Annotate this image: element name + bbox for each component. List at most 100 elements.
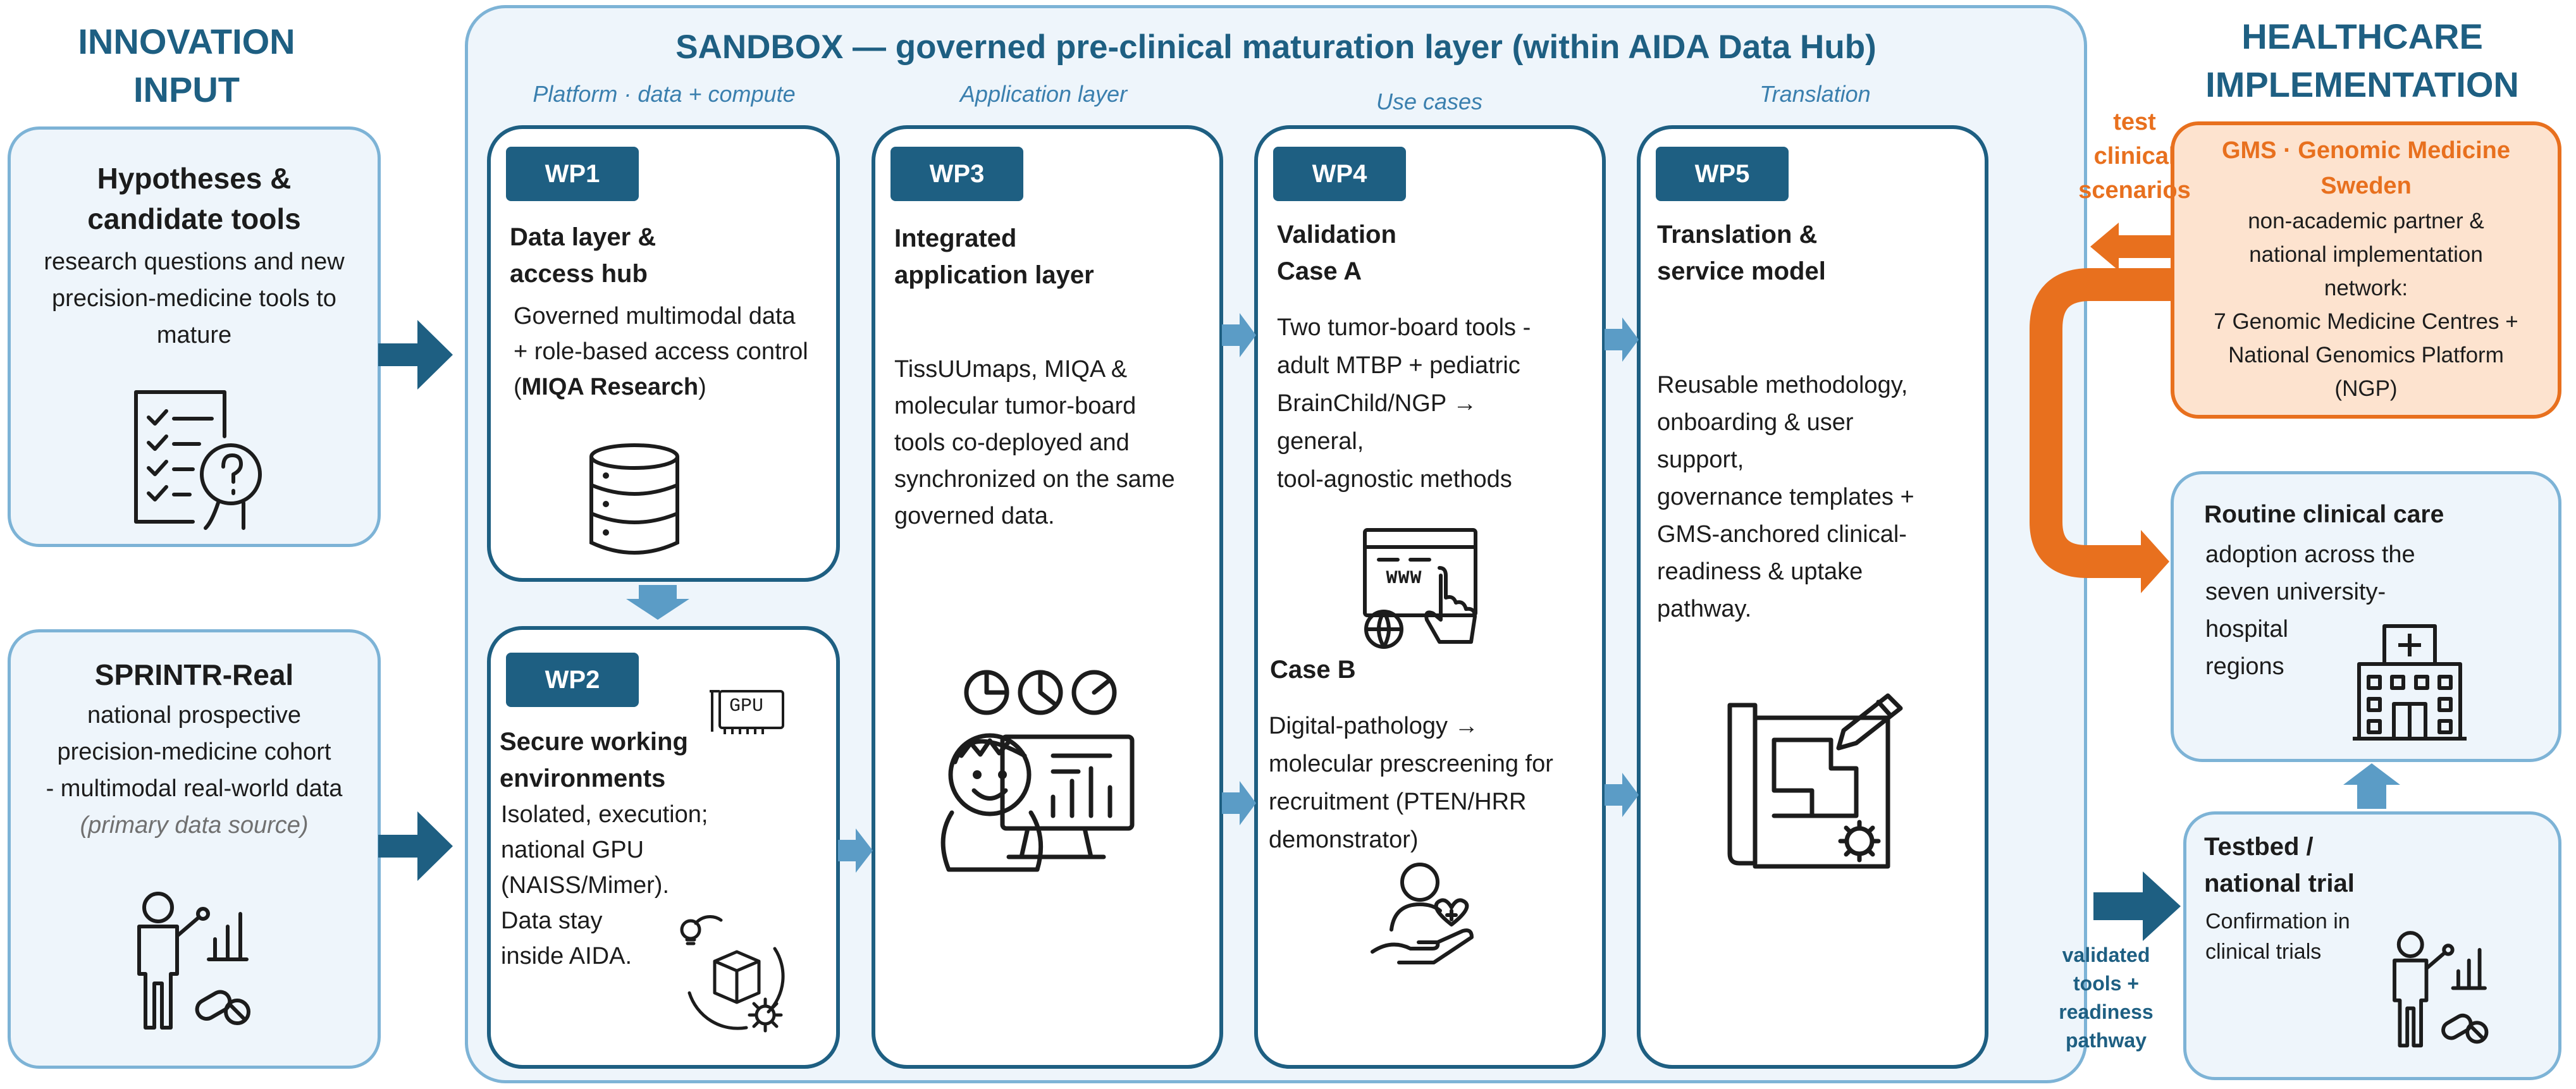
wp5-body: Reusable methodology, onboarding & user …: [1657, 367, 1914, 628]
wp4-case-b-line4: demonstrator): [1269, 827, 1419, 853]
wp1-body-line3: (MIQA Research): [514, 369, 808, 405]
wp3-title: Integrated application layer: [894, 220, 1094, 293]
wp5-badge: WP5: [1656, 147, 1789, 201]
care-hand-icon: [1371, 863, 1474, 964]
wp5-body-line1: Reusable methodology,: [1657, 372, 1908, 398]
routine-body-line2: seven university-: [2205, 579, 2386, 605]
gms-body: non-academic partner & national implemen…: [2171, 204, 2561, 405]
validated-label-line1: validated: [2062, 944, 2150, 966]
hypotheses-title-line1: Hypotheses &: [97, 162, 292, 195]
hypotheses-body-line3: mature: [156, 322, 232, 348]
wp2-badge: WP2: [506, 653, 639, 707]
testbed-validated-label: validated tools + readiness pathway: [2040, 941, 2172, 1055]
innovation-header: INNOVATION INPUT: [6, 18, 367, 114]
wp3-title-line2: application layer: [894, 261, 1094, 289]
wp4-title: Validation Case A: [1277, 216, 1396, 290]
wp2-body: Isolated, execution; national GPU (NAISS…: [501, 797, 708, 974]
wp2-body-line4: Data stay: [501, 908, 603, 934]
wp4-case-b-line3: recruitment (PTEN/HRR: [1269, 789, 1527, 815]
wp3-body-line5: governed data.: [894, 503, 1055, 529]
gpu-icon: [710, 690, 784, 734]
routine-title: Routine clinical care: [2204, 501, 2444, 528]
wp1-title-line2: access hub: [510, 260, 648, 288]
hypotheses-body: research questions and new precision-med…: [8, 243, 381, 354]
wp1-card: [487, 125, 840, 582]
gms-title-line2: Sweden: [2320, 173, 2412, 199]
gms-title-line1: GMS · Genomic Medicine: [2221, 137, 2511, 164]
innovation-header-line1: INNOVATION: [78, 22, 295, 61]
routine-body-line3: hospital: [2205, 616, 2288, 643]
gms-test-label-line3: scenarios: [2078, 177, 2191, 204]
sprintr-body-line1: national prospective: [87, 702, 301, 729]
person-chart-icon-testbed: [2393, 931, 2489, 1048]
database-icon: [589, 443, 679, 555]
routine-body: adoption across the seven university- ho…: [2205, 536, 2415, 686]
sandbox-title: SANDBOX — governed pre-clinical maturati…: [675, 28, 1877, 66]
wp5-title-line1: Translation &: [1657, 221, 1818, 249]
arrow-testbed-to-routine: [2343, 763, 2400, 809]
gms-body-line2: national implementation: [2249, 242, 2483, 267]
wp2-body-line2: national GPU: [501, 837, 644, 863]
web-click-icon: [1363, 528, 1477, 649]
wp3-body-line1: TissUUmaps, MIQA &: [894, 356, 1128, 383]
sprintr-body-line3: - multimodal real-world data: [46, 775, 343, 802]
wp4-card: [1254, 125, 1606, 1069]
gms-test-label-line2: clinical: [2093, 143, 2176, 169]
wp5-body-line4: governance templates +: [1657, 484, 1914, 510]
testbed-title: Testbed / national trial: [2204, 828, 2355, 902]
wp3-card: [872, 125, 1223, 1069]
testbed-body: Confirmation in clinical trials: [2205, 906, 2350, 967]
wp2-body-line1: Isolated, execution;: [501, 801, 708, 828]
wp1-paren-close: ): [698, 374, 706, 400]
testbed-body-line1: Confirmation in: [2205, 909, 2350, 933]
wp2-title-line2: environments: [500, 765, 666, 792]
arrow-gms-to-routine: [2030, 268, 2171, 593]
routine-card: [2171, 471, 2561, 762]
subtitle-use-cases: Use cases: [1376, 89, 1483, 114]
gms-test-label: test clinical scenarios: [2078, 105, 2191, 207]
subtitle-translation: Translation: [1759, 81, 1871, 107]
wp4-case-b-line2: molecular prescreening for: [1269, 751, 1553, 777]
wp3-body-line4: synchronized on the same: [894, 466, 1175, 493]
wp5-body-line2: onboarding & user: [1657, 409, 1854, 436]
validated-label-line4: pathway: [2065, 1029, 2147, 1052]
gms-body-line3: network:: [2324, 276, 2408, 300]
wp1-body: Governed multimodal data + role-based ac…: [514, 298, 808, 405]
idea-box-gear-icon: [680, 915, 785, 1033]
wp2-body-line5: inside AIDA.: [501, 943, 632, 969]
wp5-card: [1637, 125, 1988, 1069]
checklist-person-icon: [134, 390, 262, 530]
gms-card: [2171, 121, 2561, 419]
wp5-body-line7: pathway.: [1657, 596, 1752, 622]
hypotheses-body-line1: research questions and new: [44, 249, 345, 275]
arrow-wp3-to-wp4-bottom: [1222, 781, 1256, 825]
wp4-case-a: Two tumor-board tools - adult MTBP + ped…: [1277, 309, 1531, 498]
wp1-body-line1: Governed multimodal data: [514, 303, 796, 329]
wp2-body-line3: (NAISS/Mimer).: [501, 872, 669, 899]
wp4-case-a-line5: tool-agnostic methods: [1277, 466, 1512, 493]
hypotheses-title-line2: candidate tools: [87, 202, 301, 235]
arrow-wp4-to-wp5-bottom: [1605, 773, 1639, 817]
gms-body-line1: non-academic partner &: [2248, 209, 2484, 233]
hypotheses-title: Hypotheses & candidate tools: [8, 158, 381, 239]
wp5-title-line2: service model: [1657, 257, 1826, 285]
wp1-body-bold: MIQA Research: [521, 374, 699, 400]
healthcare-header-line2: IMPLEMENTATION: [2205, 65, 2519, 104]
sprintr-body-line2: precision-medicine cohort: [57, 739, 331, 765]
arrow-wp4-to-wp5-top: [1605, 317, 1639, 362]
routine-body-line4: regions: [2205, 653, 2284, 680]
wp5-title: Translation & service model: [1657, 216, 1826, 290]
person-dashboard-icon: [940, 670, 1135, 872]
testbed-title-line1: Testbed /: [2204, 833, 2314, 861]
wp4-case-b-line1: Digital-pathology →: [1269, 713, 1479, 739]
validated-label-line2: tools +: [2073, 972, 2139, 995]
sprintr-title: SPRINTR-Real: [94, 658, 294, 691]
arrow-gms-to-sandbox: [2090, 223, 2171, 271]
arrow-wp1-to-wp2: [626, 585, 689, 620]
wp4-case-a-line2: adult MTBP + pediatric: [1277, 352, 1520, 379]
wp1-paren-open: (: [514, 374, 522, 400]
wp4-title-line2: Case A: [1277, 257, 1362, 285]
wp5-body-line6: readiness & uptake: [1657, 558, 1863, 585]
healthcare-header: HEALTHCARE IMPLEMENTATION: [2160, 13, 2565, 109]
wp3-title-line1: Integrated: [894, 225, 1017, 252]
